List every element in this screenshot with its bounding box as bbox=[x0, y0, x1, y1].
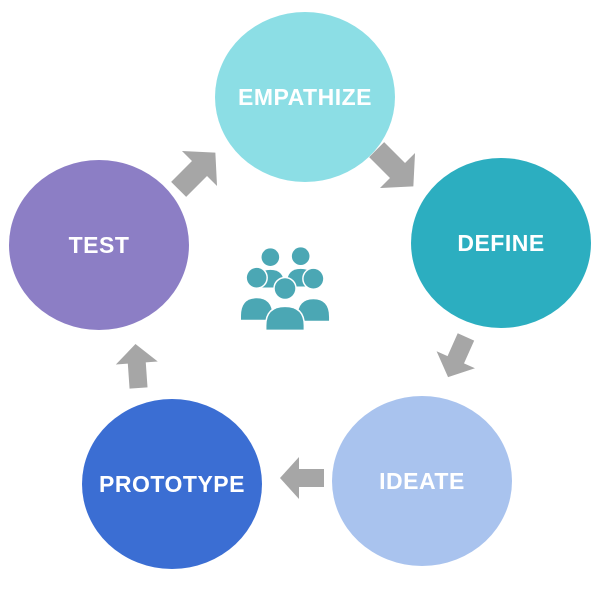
stage-label-prototype: PROTOTYPE bbox=[99, 470, 245, 497]
stage-label-test: TEST bbox=[68, 231, 130, 258]
stage-label-empathize: EMPATHIZE bbox=[238, 83, 372, 110]
arrow-ideate-to-prototype-icon bbox=[278, 456, 326, 500]
stage-label-define: DEFINE bbox=[457, 229, 545, 256]
stage-label-ideate: IDEATE bbox=[379, 467, 465, 494]
arrow-empathize-to-define-icon bbox=[357, 130, 434, 207]
arrow-test-to-empathize-icon bbox=[159, 133, 236, 210]
arrow-prototype-to-test-icon bbox=[113, 341, 160, 392]
stage-circle-test: TEST bbox=[9, 160, 189, 330]
stage-circle-empathize: EMPATHIZE bbox=[215, 12, 395, 182]
stage-circle-ideate: IDEATE bbox=[332, 396, 512, 566]
stage-circle-define: DEFINE bbox=[411, 158, 591, 328]
arrow-define-to-ideate-icon bbox=[427, 326, 487, 388]
stage-circle-prototype: PROTOTYPE bbox=[82, 399, 262, 569]
people-group-icon bbox=[239, 245, 331, 332]
